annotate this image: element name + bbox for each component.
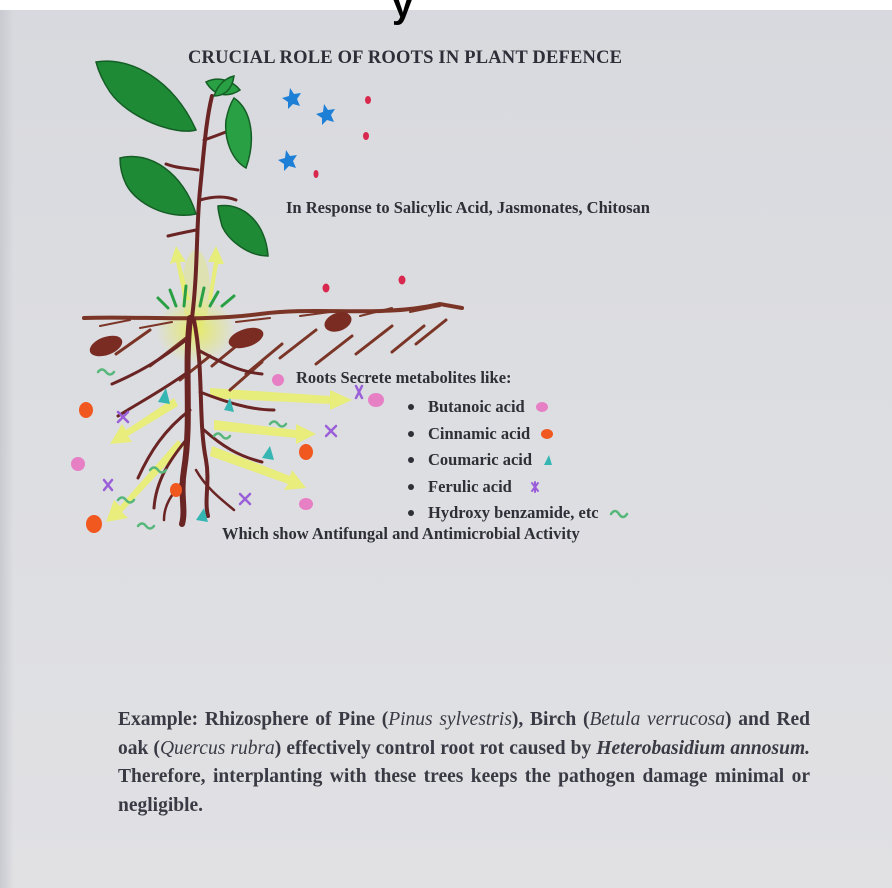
green-squiggle-icon <box>609 507 629 519</box>
example-text-1: Example: Rhizosphere of Pine ( <box>118 709 388 730</box>
pine-species: Pinus sylvestris <box>388 709 512 730</box>
violet-asterisk-icon <box>522 481 544 493</box>
bullet-icon <box>408 431 414 437</box>
elicitor-red-dots <box>314 96 406 293</box>
orange-oval-icon <box>540 428 554 440</box>
example-text-5: Therefore, interplanting with these tree… <box>118 766 810 816</box>
metabolite-name: Ferulic acid <box>428 477 512 497</box>
teal-triangle-icon <box>542 454 554 466</box>
oak-species: Quercus rubra <box>160 738 275 759</box>
metabolite-name: Hydroxy benzamide, etc <box>428 503 599 523</box>
bullet-icon <box>408 510 414 516</box>
plant-leaves <box>96 61 268 256</box>
bullet-icon <box>408 457 414 463</box>
metabolite-item: Ferulic acid <box>408 474 629 501</box>
elicitor-response-label: In Response to Salicylic Acid, Jasmonate… <box>286 198 650 218</box>
metabolite-name: Coumaric acid <box>428 450 532 470</box>
metabolite-item: Cinnamic acid <box>408 421 629 448</box>
example-text-2: ), Birch ( <box>512 709 590 730</box>
activity-label: Which show Antifungal and Antimicrobial … <box>222 524 580 544</box>
pink-blob-icon <box>535 401 549 413</box>
pathogen-species: Heterobasidium annosum. <box>596 738 810 759</box>
metabolite-name: Butanoic acid <box>428 397 525 417</box>
bullet-icon <box>408 404 414 410</box>
poster-title: CRUCIAL ROLE OF ROOTS IN PLANT DEFENCE <box>188 48 622 69</box>
metabolite-list: Butanoic acid Cinnamic acid Coumaric aci… <box>408 394 629 527</box>
example-text-4: ) effectively control root rot caused by <box>275 738 597 759</box>
metabolite-item: Coumaric acid <box>408 447 629 474</box>
elicitor-blue-stars <box>278 88 335 171</box>
example-paragraph: Example: Rhizosphere of Pine (Pinus sylv… <box>118 706 810 820</box>
birch-species: Betula verrucosa <box>589 709 725 730</box>
metabolite-name: Cinnamic acid <box>428 424 530 444</box>
metabolite-item: Butanoic acid <box>408 394 629 421</box>
metabolite-item: Hydroxy benzamide, etc <box>408 500 629 527</box>
bullet-icon <box>408 484 414 490</box>
secrete-label: Roots Secrete metabolites like: <box>296 368 512 388</box>
